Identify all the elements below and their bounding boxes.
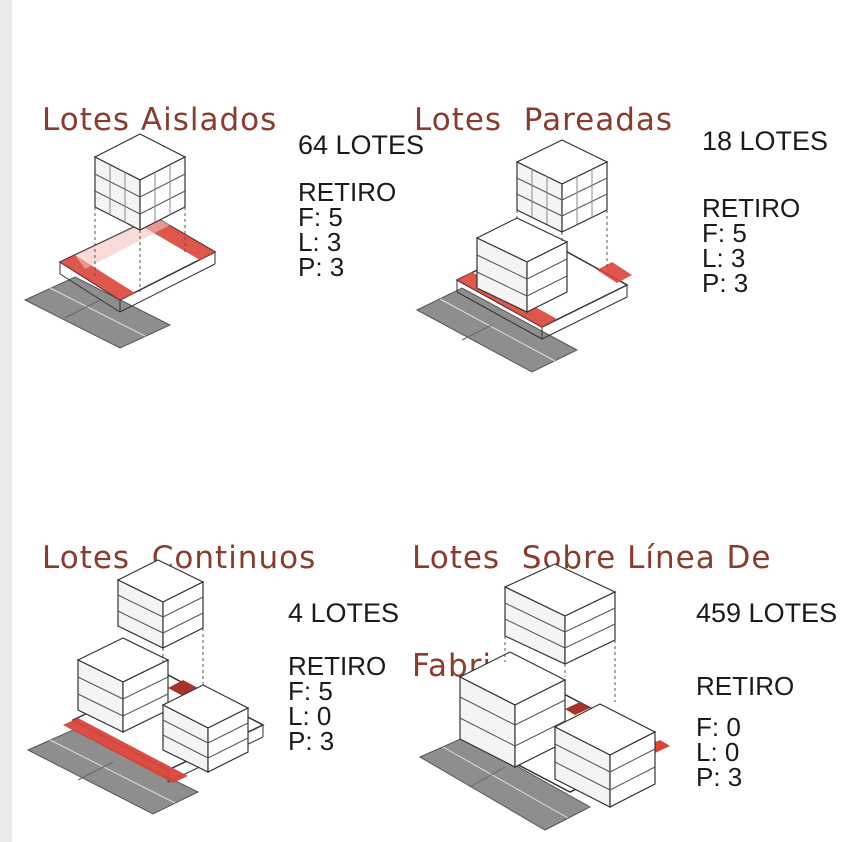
isometric-lot-diagram xyxy=(415,139,632,373)
setback-lateral: L: 0 xyxy=(288,701,332,731)
quadrant-title: Lotes Continuos xyxy=(42,468,316,648)
retiro-label: RETIRO xyxy=(702,193,801,223)
lot-count: 459 LOTES xyxy=(696,598,838,628)
isometric-lot-diagram xyxy=(418,563,670,831)
setback-front: F: 0 xyxy=(696,712,741,742)
lot-count: 18 LOTES xyxy=(702,126,829,156)
quadrant-lotes-pareadas: Lotes Pareadas xyxy=(414,0,845,420)
rear-setback-band xyxy=(75,217,170,269)
illustration-isolated-lot xyxy=(20,112,235,352)
quadrant-title: Lotes Pareadas xyxy=(414,30,673,210)
rear-setback-band xyxy=(565,702,590,715)
illustration-continuous-lot xyxy=(18,540,283,835)
quadrant-lotes-linea-de-fabrica: Lotes Sobre Línea De Fabrica xyxy=(412,420,845,842)
illustration-factory-line-lot xyxy=(415,552,690,842)
setback-front: F: 5 xyxy=(702,218,747,248)
lot-info: 4 LOTES RETIRO F: 5 L: 0 P: 3 xyxy=(288,598,399,754)
front-setback-band xyxy=(63,718,188,783)
lot-info: 18 LOTES RETIRO F: 5 L: 3 P: 3 xyxy=(702,126,828,296)
setback-posterior: P: 3 xyxy=(696,762,743,792)
title-line: Lotes Continuos xyxy=(42,540,317,576)
front-setback-band xyxy=(60,255,135,300)
quadrant-title: Lotes Aislados xyxy=(42,30,277,210)
title-line: Lotes Sobre Línea De xyxy=(412,540,772,576)
illustration-paired-lot xyxy=(412,120,657,375)
lower-building-right-face xyxy=(526,241,568,313)
setback-front: F: 5 xyxy=(298,202,343,232)
retiro-label: RETIRO xyxy=(696,671,795,701)
side-setback-band xyxy=(597,262,632,283)
isometric-lot-diagram xyxy=(26,559,265,815)
retiro-label: RETIRO xyxy=(298,177,397,207)
page-left-strip xyxy=(0,0,12,842)
lot-info: 64 LOTES RETIRO F: 5 L: 3 P: 3 xyxy=(298,130,424,280)
title-line: Lotes Pareadas xyxy=(414,102,674,138)
setback-posterior: P: 3 xyxy=(288,726,335,756)
quadrant-lotes-aislados: Lotes Aislados xyxy=(0,0,424,420)
setback-lateral: L: 0 xyxy=(696,737,740,767)
lot-info: 459 LOTES RETIRO F: 0 L: 0 P: 3 xyxy=(696,598,837,790)
isometric-lot-diagram xyxy=(23,133,217,349)
right-building-right-face xyxy=(207,707,249,773)
setback-front: F: 5 xyxy=(288,676,333,706)
title-line: Lotes Aislados xyxy=(42,102,278,138)
setback-posterior: P: 3 xyxy=(298,252,345,282)
quadrant-lotes-continuos: Lotes Continuos xyxy=(0,420,420,842)
setback-lateral: L: 3 xyxy=(702,243,746,273)
lot-count: 4 LOTES xyxy=(288,598,400,628)
lot-count: 64 LOTES xyxy=(298,130,425,160)
setback-lateral: L: 3 xyxy=(298,227,342,257)
setback-posterior: P: 3 xyxy=(702,268,749,298)
retiro-label: RETIRO xyxy=(288,651,387,681)
